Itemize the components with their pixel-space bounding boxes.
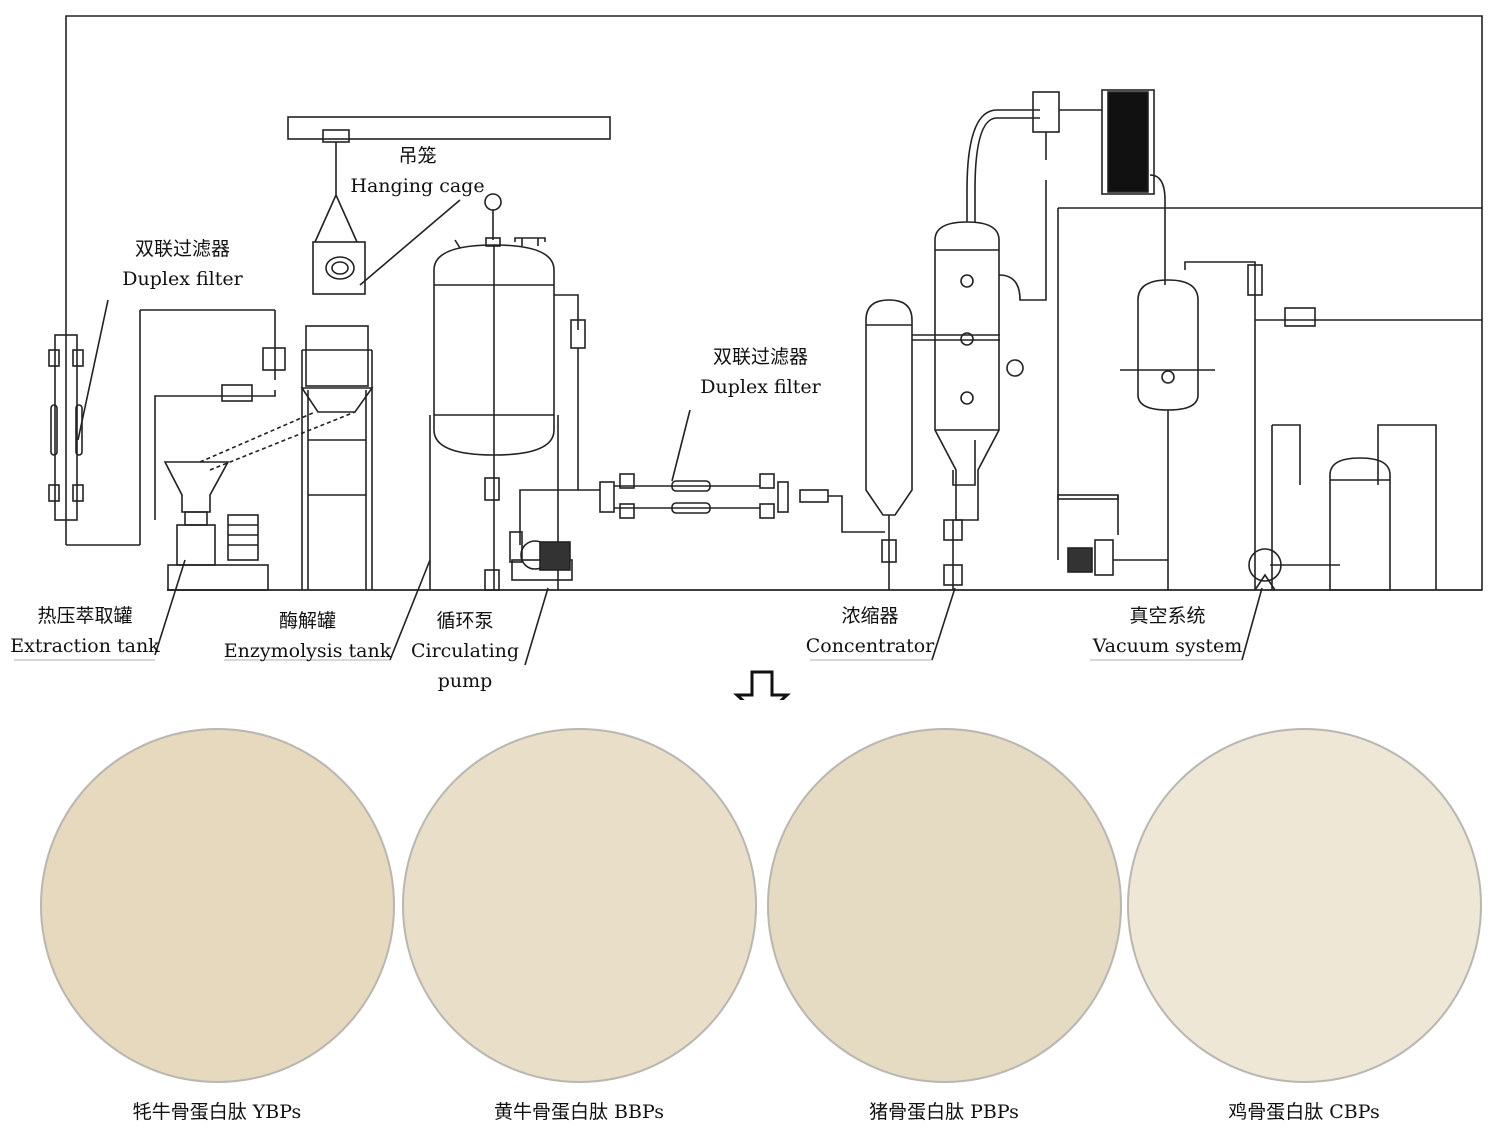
- label-duplex-filter-left: 双联过滤器 Duplex filter: [122, 238, 243, 290]
- label-duplex-filter-mid: 双联过滤器 Duplex filter: [700, 346, 821, 398]
- label-hanging-cage: 吊笼 Hanging cage: [350, 145, 485, 197]
- enzymolysis-rack: [300, 325, 374, 590]
- enzymolysis-tank: [429, 193, 586, 591]
- dish-cbps: [1127, 728, 1482, 1083]
- label-concentrator: 浓缩器 Concentrator: [805, 605, 935, 657]
- duplex-filter-mid: [578, 409, 885, 533]
- caption-cbps: 鸡骨蛋白肽 CBPs: [1228, 1101, 1380, 1123]
- caption-pbps: 猪骨蛋白肽 PBPs: [869, 1101, 1019, 1123]
- down-arrow-icon: [733, 670, 791, 700]
- caption-bbps: 黄牛骨蛋白肽 BBPs: [494, 1101, 664, 1123]
- dish-ybps: [40, 728, 395, 1083]
- label-enzymolysis-tank: 酶解罐 Enzymolysis tank: [223, 610, 392, 662]
- dish-pbps: [767, 728, 1122, 1083]
- label-vacuum-system: 真空系统 Vacuum system: [1092, 605, 1243, 657]
- vacuum-system: [1057, 261, 1482, 591]
- process-flow-diagram: [14, 15, 1483, 700]
- hanging-cage: [287, 116, 611, 295]
- dish-bbps: [402, 728, 757, 1083]
- label-extraction-tank: 热压萃取罐 Extraction tank: [10, 605, 160, 657]
- circulating-pump: [509, 531, 573, 581]
- extraction-tank: [163, 411, 356, 591]
- label-circulating-pump: 循环泵 Circulating pump: [410, 610, 520, 692]
- duplex-filter-left: [48, 309, 286, 546]
- concentrator: [865, 89, 1482, 590]
- caption-ybps: 牦牛骨蛋白肽 YBPs: [132, 1101, 302, 1123]
